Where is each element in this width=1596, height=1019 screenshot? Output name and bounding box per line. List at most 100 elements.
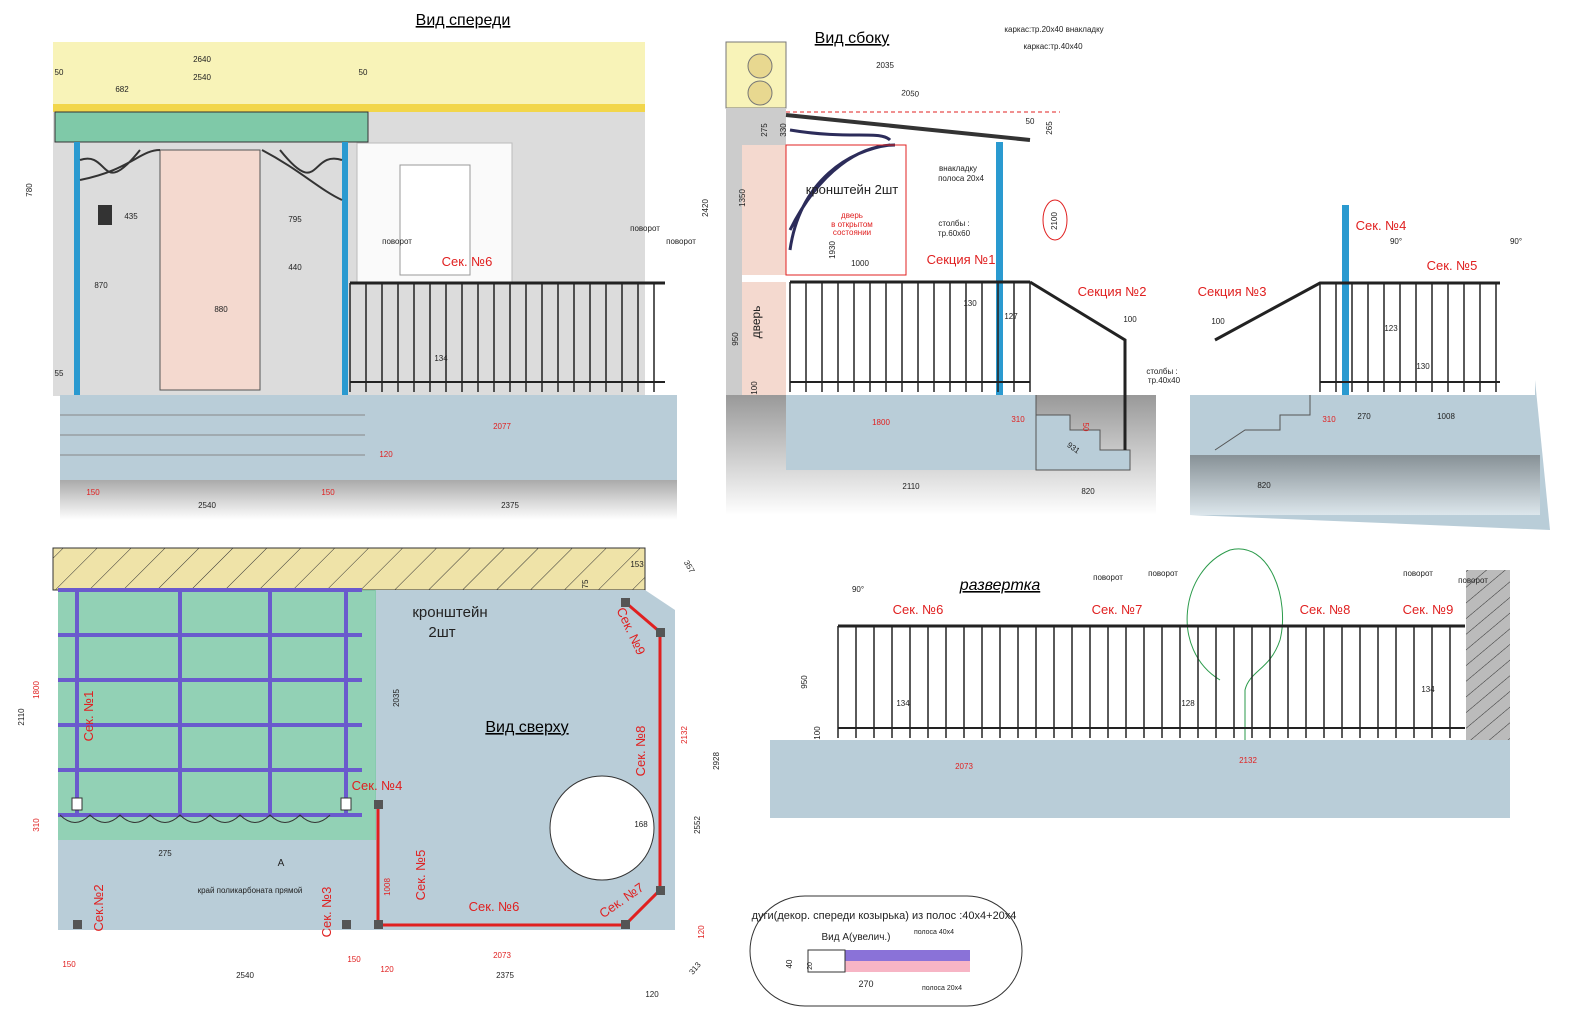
railing-side [789,280,1031,392]
top-label: A [278,858,285,869]
top-label: 150 [62,960,76,969]
unfold-label: поворот [1093,573,1123,582]
unfold-label: Сек. №7 [1092,602,1143,617]
top-label: 2540 [236,971,254,980]
front-wall-top [53,42,645,104]
bracket-left [79,149,161,181]
top-label: 313 [687,960,703,976]
callout-label: полоса 40x4 [914,929,954,936]
canopy [54,111,369,143]
front-label: 2540 [198,501,216,510]
window-glass [399,164,471,276]
railing-unfold [837,624,1465,738]
side-right-label: Секция №3 [1198,284,1267,299]
front-steps [60,395,677,480]
front-label: 120 [379,450,393,459]
top-label: 2110 [17,708,26,726]
front-label: 2077 [493,422,511,431]
front-label: 2375 [501,501,519,510]
side-label: 330 [779,123,788,137]
top-label: 153 [630,560,644,569]
tree-circle [549,775,655,881]
side-label: тр.60x60 [938,229,971,238]
side-right-label: 310 [1322,415,1336,424]
unfold-label: 950 [800,675,809,689]
side-label: 820 [1081,487,1095,496]
side-label: каркас:тр.20x40 внакладку [1004,25,1103,34]
top-label: Сек. №8 [633,726,648,777]
front-label: 795 [288,215,302,224]
top-label: 2375 [496,971,514,980]
top-label: 168 [634,820,648,829]
side-label: 1800 [872,418,890,427]
callout-label: 270 [858,979,873,989]
front-label: 870 [94,281,108,290]
side-label: 2110 [902,482,920,491]
front-label: 435 [124,212,138,221]
unfold-label: 90° [852,585,864,594]
side-label: 2100 [1050,212,1059,230]
side-label: тр.40x40 [1148,376,1181,385]
side-right-label: 123 [1384,324,1398,333]
side-label: 1000 [851,259,869,268]
side-label: 275 [760,123,769,137]
front-label: поворот [666,237,696,246]
side-right-view [1190,205,1550,530]
unfold-view [770,548,1510,818]
unfold-label: Сек. №9 [1403,602,1454,617]
unfold-view-title: развертка [959,577,1041,594]
top-label: 150 [347,955,361,964]
highlight-2100 [1042,199,1068,241]
front-view-title: Вид спереди [416,12,511,29]
front-label: 150 [321,488,335,497]
side-label: дверь [749,306,763,339]
top-label: 2132 [680,726,689,744]
top-label: 2073 [493,951,511,960]
top-label: 1008 [383,878,392,896]
callout-label: 20 [807,962,814,970]
top-label: Сек. №4 [352,778,403,793]
top-label: 2552 [693,816,702,834]
side-label: дверь [841,211,863,220]
side-label: столбы : [1146,367,1177,376]
front-label: поворот [630,224,660,233]
railing-front [349,281,665,392]
side-label: 1350 [738,189,747,207]
side-right-label: 130 [1416,362,1430,371]
top-label: Сек. №1 [81,691,96,742]
front-view [53,42,677,520]
side-label: 2050 [901,88,920,99]
side-label: внакладку [939,164,977,173]
front-wall-stripe [53,104,645,112]
callout-label: дуги(декор. спереди козырька) из полос :… [752,910,1017,922]
front-label: 780 [25,183,34,197]
unfold-label: 134 [1421,685,1435,694]
top-label: Сек. №6 [469,899,520,914]
front-label: 134 [434,354,448,363]
side-right-label: 820 [1257,481,1271,490]
unfold-label: 128 [1181,699,1195,708]
side-label: 127 [1004,312,1018,321]
unfold-label: Сек. №6 [893,602,944,617]
side-right-label: 1008 [1437,412,1455,421]
callout-label: полоса 20x4 [922,985,962,992]
side-right-label: 100 [1211,317,1225,326]
side-label: Секция №2 [1078,284,1147,299]
side-label: столбы : [938,219,969,228]
side-right-label: Сек. №4 [1356,218,1407,233]
unfold-label: 100 [813,726,822,740]
side-right-label: Сек. №5 [1427,258,1478,273]
top-label: Сек.№2 [91,884,106,931]
door [159,149,261,391]
unfold-label: поворот [1403,569,1433,578]
side-label: полоса 20x4 [938,174,984,183]
top-label: 2шт [428,624,455,641]
top-label: 357 [682,559,697,576]
side-label: 100 [750,381,759,395]
side-view [725,41,1156,515]
unfold-label: поворот [1148,569,1178,578]
side-label: Секция №1 [927,252,996,267]
side-right-label: 90° [1390,237,1402,246]
front-label: 2540 [193,73,211,82]
